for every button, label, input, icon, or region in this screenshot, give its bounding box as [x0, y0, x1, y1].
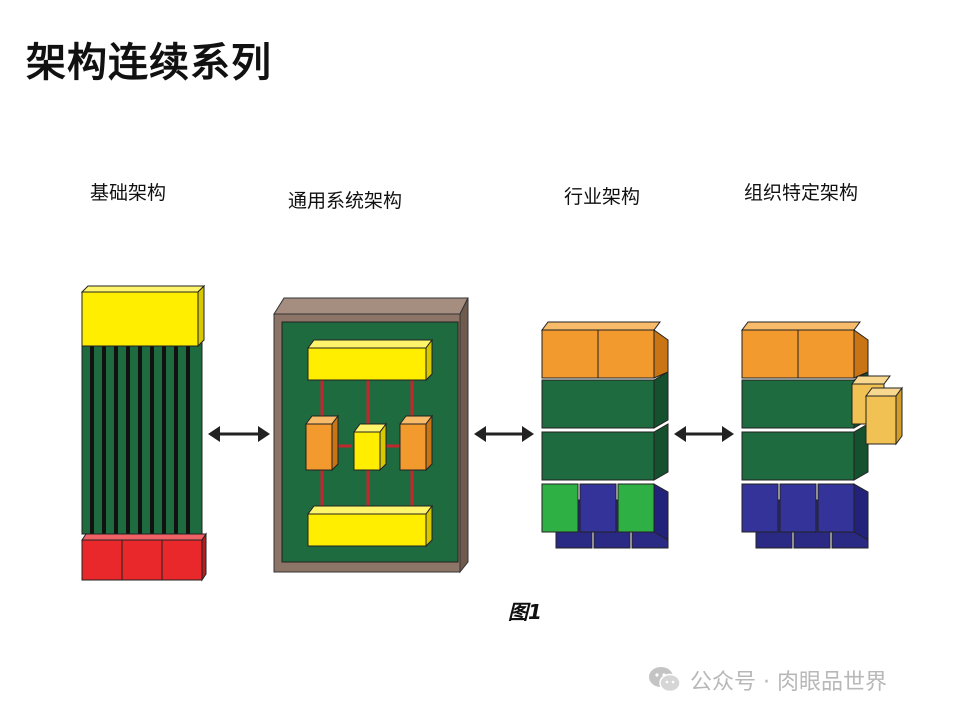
bidirectional-arrow-icon: [474, 426, 534, 442]
wechat-icon: [649, 667, 681, 693]
bidirectional-arrow-icon: [208, 426, 270, 442]
watermark-text: 公众号 · 肉眼品世界: [690, 670, 887, 695]
label-common-systems: 通用系统架构: [288, 190, 403, 212]
label-foundation: 基础架构: [90, 182, 167, 204]
page-title: 架构连续系列: [26, 40, 272, 86]
label-organization: 组织特定架构: [744, 182, 859, 204]
organization-architecture-graphic: [741, 321, 903, 549]
foundation-architecture-graphic: [80, 284, 207, 582]
industry-architecture-graphic: [541, 321, 669, 549]
common-systems-architecture-graphic: [273, 297, 469, 574]
bidirectional-arrow-icon: [674, 426, 734, 442]
label-industry: 行业架构: [564, 186, 641, 208]
watermark: 公众号 · 肉眼品世界: [648, 664, 887, 696]
figure-caption: 图1: [508, 600, 542, 624]
